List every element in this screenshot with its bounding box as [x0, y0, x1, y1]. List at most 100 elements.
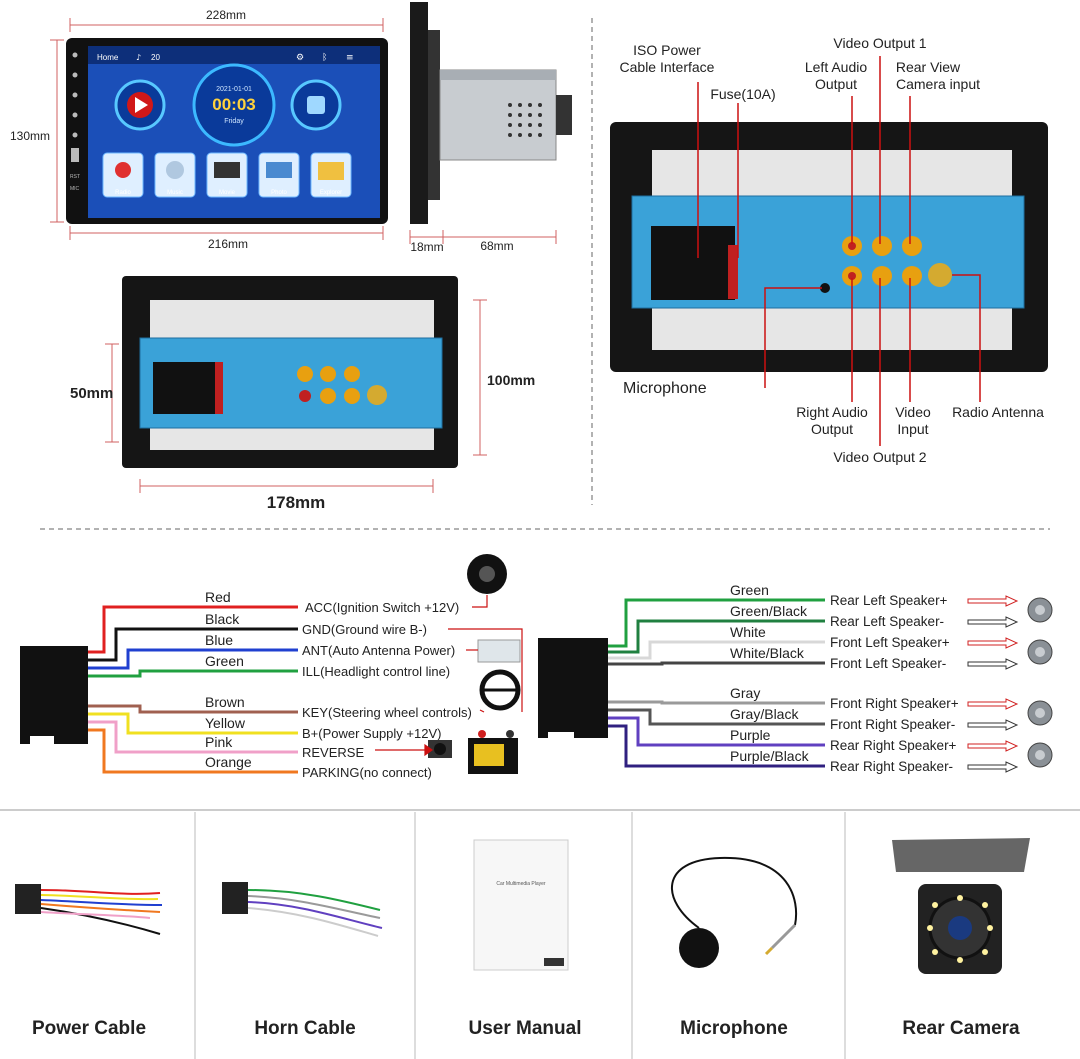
arrow-icon — [967, 637, 1019, 649]
app-music: Music — [167, 190, 183, 196]
speaker-harness-plug — [538, 638, 608, 738]
accessory-title-rear-camera: Rear Camera — [902, 1018, 1020, 1039]
horn-cable-image — [222, 882, 383, 937]
label-fuse: Fuse(10A) — [710, 86, 775, 102]
label-video-out-2: Video Output 2 — [833, 449, 926, 465]
arrow-icon — [967, 616, 1019, 628]
head-unit-back-small — [122, 276, 458, 468]
dim-width-top: 228mm — [206, 8, 246, 22]
power-wire-function-6: B+(Power Supply +12V) — [302, 726, 441, 741]
head-unit-back-large — [610, 122, 1048, 372]
dim-back-right: 100mm — [487, 372, 535, 388]
speaker-wire-2 — [608, 619, 825, 654]
power-wire-color-3: Blue — [205, 632, 233, 648]
dim-depth-front: 18mm — [410, 240, 443, 254]
accessory-title-user-manual: User Manual — [468, 1018, 582, 1039]
speaker-wire-color-5: Gray — [730, 685, 760, 701]
power-wire-function-1: ACC(Ignition Switch +12V) — [305, 600, 459, 615]
antenna-knob — [467, 554, 507, 594]
headlight-icon — [477, 639, 521, 663]
power-wire-6 — [88, 712, 298, 735]
arrow-icon — [967, 658, 1019, 670]
speaker-wire-color-8: Purple/Black — [730, 748, 810, 764]
power-wire-color-6: Yellow — [205, 715, 246, 731]
power-wire-color-4: Green — [205, 653, 244, 669]
power-wire-color-1: Red — [205, 589, 231, 605]
speaker-wire-function-8: Rear Right Speaker- — [830, 759, 953, 774]
power-harness-plug — [20, 646, 88, 744]
rear-camera-image — [892, 838, 1030, 974]
screen-home-label: Home — [97, 53, 119, 62]
power-wire-color-7: Pink — [205, 734, 233, 750]
speaker-cone-icon — [1035, 605, 1045, 615]
speaker-wire-3 — [608, 640, 825, 660]
power-wire-function-8: PARKING(no connect) — [302, 765, 432, 780]
power-wire-5 — [88, 704, 298, 714]
power-wire-function-3: ANT(Auto Antenna Power) — [302, 643, 455, 658]
label-radio-antenna: Radio Antenna — [952, 404, 1044, 420]
power-wire-color-2: Black — [205, 611, 240, 627]
speaker-wire-color-4: White/Black — [730, 645, 805, 661]
power-wire-3 — [88, 648, 298, 670]
screen-day: Friday — [224, 118, 244, 125]
speaker-harness-clip — [548, 732, 574, 744]
screen-time: 00:03 — [212, 95, 255, 114]
speaker-wire-color-3: White — [730, 624, 766, 640]
user-manual-image — [473, 839, 569, 971]
power-wire-function-4: ILL(Headlight control line) — [302, 664, 450, 679]
speaker-wire-color-1: Green — [730, 582, 769, 598]
speaker-wire-color-6: Gray/Black — [730, 706, 799, 722]
speaker-wire-5 — [608, 700, 825, 705]
dim-depth-body: 68mm — [480, 239, 513, 253]
app-explorer: Explorer — [320, 190, 342, 196]
power-wire-function-7: REVERSE — [302, 745, 364, 760]
connector-callout-lines — [697, 56, 981, 446]
speaker-wire-function-3: Front Left Speaker+ — [830, 635, 950, 650]
accessory-title-horn-cable: Horn Cable — [254, 1018, 356, 1039]
dim-width-bottom: 216mm — [208, 237, 248, 251]
dim-height-left: 130mm — [10, 129, 50, 143]
speaker-cone-icon — [1035, 647, 1045, 657]
power-wire-color-8: Orange — [205, 754, 252, 770]
speaker-wire-1 — [608, 598, 825, 648]
accessory-title-microphone: Microphone — [680, 1018, 788, 1039]
dim-back-left: 50mm — [70, 385, 113, 402]
arrow-icon — [967, 719, 1019, 731]
arrow-icon — [967, 698, 1019, 710]
power-wire-function-5: KEY(Steering wheel controls) — [302, 705, 472, 720]
label-video-out-1: Video Output 1 — [833, 35, 926, 51]
speaker-wire-function-1: Rear Left Speaker+ — [830, 593, 948, 608]
head-unit-front — [66, 38, 388, 224]
dim-back-width: 178mm — [267, 493, 326, 512]
power-wire-color-5: Brown — [205, 694, 245, 710]
label-microphone: Microphone — [623, 380, 707, 397]
status-icons: ⚙ ᛒ ≡ — [296, 52, 354, 63]
side-mic: MIC — [70, 186, 80, 192]
speaker-wire-6 — [608, 708, 825, 726]
back-dimension-lines — [105, 299, 487, 493]
head-unit-side-view — [410, 2, 572, 224]
power-wire-function-2: GND(Ground wire B-) — [302, 622, 427, 637]
app-photo: Photo — [271, 190, 287, 196]
battery-icon — [468, 730, 518, 774]
app-radio: Radio — [115, 190, 131, 196]
front-dimension-lines — [50, 18, 557, 244]
bluetooth-icon: ᛒ — [322, 52, 327, 63]
arrow-icon — [967, 595, 1019, 607]
accessory-link-lines — [375, 595, 523, 757]
speaker-wire-function-2: Rear Left Speaker- — [830, 614, 944, 629]
power-wire-8 — [88, 728, 298, 774]
side-rst: RST — [70, 174, 80, 180]
arrow-icon — [967, 761, 1019, 773]
speaker-wire-color-7: Purple — [730, 727, 771, 743]
power-wire-7 — [88, 720, 298, 754]
screen-volume: 20 — [151, 53, 160, 62]
arrow-icon — [967, 740, 1019, 752]
